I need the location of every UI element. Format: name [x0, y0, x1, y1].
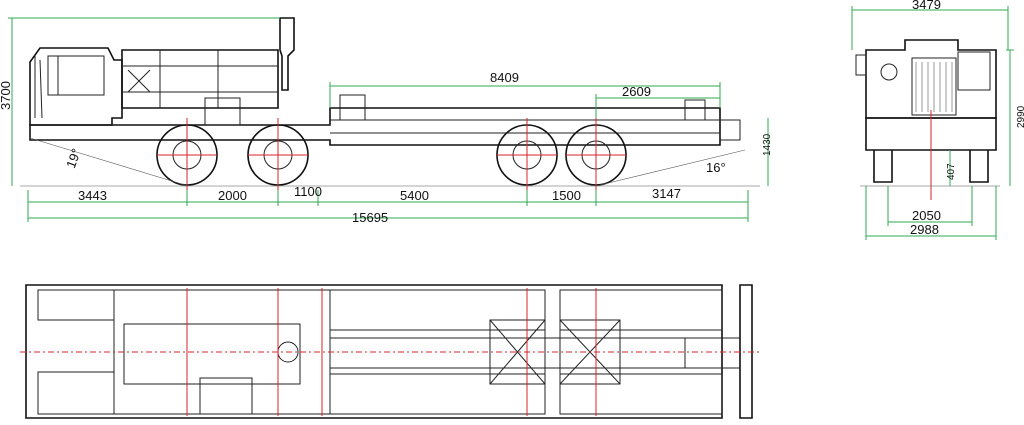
air-filter — [880, 63, 898, 81]
front-body-outline — [865, 39, 997, 119]
cab-window — [47, 55, 105, 96]
dim-overall-width: 3479 — [912, 0, 941, 12]
top-view — [20, 284, 760, 419]
radiator-grille — [911, 57, 957, 116]
axle-cross-braces — [489, 319, 621, 385]
height-dim-line — [8, 17, 280, 186]
dim-height: 3700 — [0, 81, 13, 110]
rear-bumper — [720, 119, 741, 141]
mirror — [855, 54, 867, 76]
dim-front-overhang: 3443 — [78, 188, 107, 203]
cab-door — [34, 55, 43, 119]
angle-lines — [29, 137, 746, 186]
engine-block-top — [123, 323, 301, 385]
top-view-outline — [25, 284, 723, 419]
rear-plate-top — [739, 284, 753, 419]
dim-overall-length: 15695 — [352, 210, 388, 225]
main-frame — [29, 107, 721, 146]
driveline-rails — [330, 337, 722, 369]
front-bumper — [865, 117, 997, 151]
overall-height-dim-line — [1006, 49, 1014, 186]
top-axle-lines — [186, 288, 597, 416]
rear-equipment-box — [684, 99, 706, 121]
grille-bars — [915, 62, 953, 112]
cab-outline — [29, 47, 123, 126]
dim-wheelbase-2: 5400 — [400, 188, 429, 203]
body-width-dim-line — [865, 186, 997, 240]
dim-wheelbase-3: 1500 — [552, 188, 581, 203]
dim-wheelbase-1: 2000 — [218, 188, 247, 203]
engine-cross-mark — [127, 69, 151, 93]
dim-body-width: 2988 — [910, 222, 939, 237]
dim-rear-span: 2609 — [622, 84, 651, 99]
overall-width-dim-line — [851, 6, 1009, 50]
side-view: 3700 8409 2609 1430 19° 16° 3443 2000 11… — [0, 17, 773, 225]
dim-track-width: 2050 — [912, 208, 941, 223]
rear-extension-top — [684, 337, 741, 369]
front-view: 3479 2990 407 2050 2988 — [851, 0, 1024, 240]
exhaust-stack — [279, 17, 295, 91]
dim-frame-height: 1430 — [762, 133, 773, 156]
dim-approach-angle: 19° — [63, 147, 84, 171]
track-width-dim-line — [887, 186, 973, 226]
frame-length-dim-line — [329, 82, 721, 108]
side-decks-2 — [559, 289, 723, 415]
front-tank — [957, 51, 991, 91]
axle-centerlines — [157, 118, 626, 190]
dim-departure-angle: 16° — [706, 160, 726, 175]
dim-ground-clearance: 407 — [946, 163, 957, 180]
engine-panels — [122, 50, 278, 108]
dim-spacing-1100: 1100 — [294, 184, 322, 199]
engine-compartment — [121, 49, 279, 109]
dim-rear-overhang: 3147 — [652, 186, 681, 201]
battery-box-top — [199, 377, 253, 415]
front-tires — [873, 150, 989, 183]
midship-equipment — [204, 94, 366, 126]
rear-span-dim-line — [595, 94, 720, 118]
axle-dim-ticks — [27, 190, 749, 222]
frame-rails — [330, 119, 720, 134]
dim-overall-height: 2990 — [1016, 105, 1024, 128]
dim-frame-length: 8409 — [490, 70, 519, 85]
